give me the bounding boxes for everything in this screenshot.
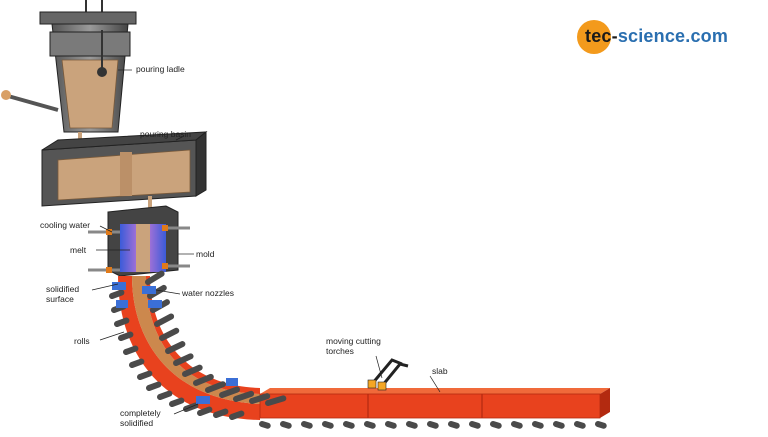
roll bbox=[364, 421, 376, 429]
roll bbox=[114, 317, 130, 327]
roll bbox=[553, 421, 565, 429]
roll bbox=[280, 421, 292, 429]
pouring-ladle bbox=[1, 0, 137, 154]
roll bbox=[154, 313, 175, 327]
roll bbox=[490, 421, 502, 429]
roll bbox=[118, 331, 134, 341]
roll bbox=[147, 284, 167, 299]
roll bbox=[511, 421, 523, 429]
roll bbox=[301, 421, 313, 429]
mold bbox=[88, 205, 190, 277]
logo-text-part2: science.com bbox=[617, 26, 729, 46]
logo-text: tec-science.com bbox=[585, 26, 728, 47]
roll bbox=[259, 421, 271, 429]
leader-lines bbox=[91, 69, 441, 415]
roll bbox=[213, 408, 229, 418]
roll bbox=[123, 345, 139, 355]
roll bbox=[109, 289, 125, 299]
label-rolls: rolls bbox=[74, 336, 90, 346]
roll bbox=[205, 381, 226, 393]
roll bbox=[129, 358, 145, 368]
roll bbox=[157, 390, 173, 400]
roll bbox=[173, 353, 194, 366]
roll bbox=[574, 421, 586, 429]
logo-circle bbox=[577, 20, 611, 54]
roll bbox=[233, 390, 255, 402]
pouring-basin bbox=[41, 130, 208, 210]
roll bbox=[406, 421, 418, 429]
roll bbox=[249, 393, 271, 404]
roll bbox=[159, 327, 180, 341]
roll bbox=[448, 421, 460, 429]
label-melt: melt bbox=[70, 245, 87, 255]
roll bbox=[343, 421, 355, 429]
roll bbox=[322, 421, 334, 429]
slab-shape bbox=[259, 388, 610, 419]
roll bbox=[265, 395, 287, 406]
roll bbox=[193, 373, 214, 386]
roll bbox=[165, 341, 186, 354]
roll bbox=[427, 421, 439, 429]
label-mold: mold bbox=[196, 249, 215, 259]
roll bbox=[197, 406, 213, 416]
roll bbox=[595, 421, 607, 429]
label-completely-solidified: completely solidified bbox=[120, 408, 161, 428]
label-water-nozzles: water nozzles bbox=[182, 288, 234, 298]
roll bbox=[146, 381, 162, 391]
roll bbox=[229, 410, 245, 420]
label-solidified-surface: solidified surface bbox=[46, 284, 80, 304]
roll bbox=[469, 421, 481, 429]
cutting-torches bbox=[367, 358, 409, 391]
water-nozzles bbox=[112, 282, 238, 404]
roll bbox=[385, 421, 397, 429]
label-slab: slab bbox=[432, 366, 448, 376]
roll bbox=[532, 421, 544, 429]
roll bbox=[145, 270, 165, 285]
logo-text-part1: tec- bbox=[585, 26, 618, 46]
roll bbox=[169, 397, 185, 407]
roll bbox=[219, 386, 241, 398]
roll bbox=[137, 370, 153, 380]
roll bbox=[182, 364, 203, 377]
label-pouring-basin: pouring basin bbox=[140, 129, 192, 139]
label-pouring-ladle: pouring ladle bbox=[136, 64, 185, 74]
label-cooling-water: cooling water bbox=[40, 220, 91, 230]
rolls-group bbox=[109, 270, 607, 429]
label-moving-cutting-torches: moving cutting torches bbox=[326, 336, 381, 356]
